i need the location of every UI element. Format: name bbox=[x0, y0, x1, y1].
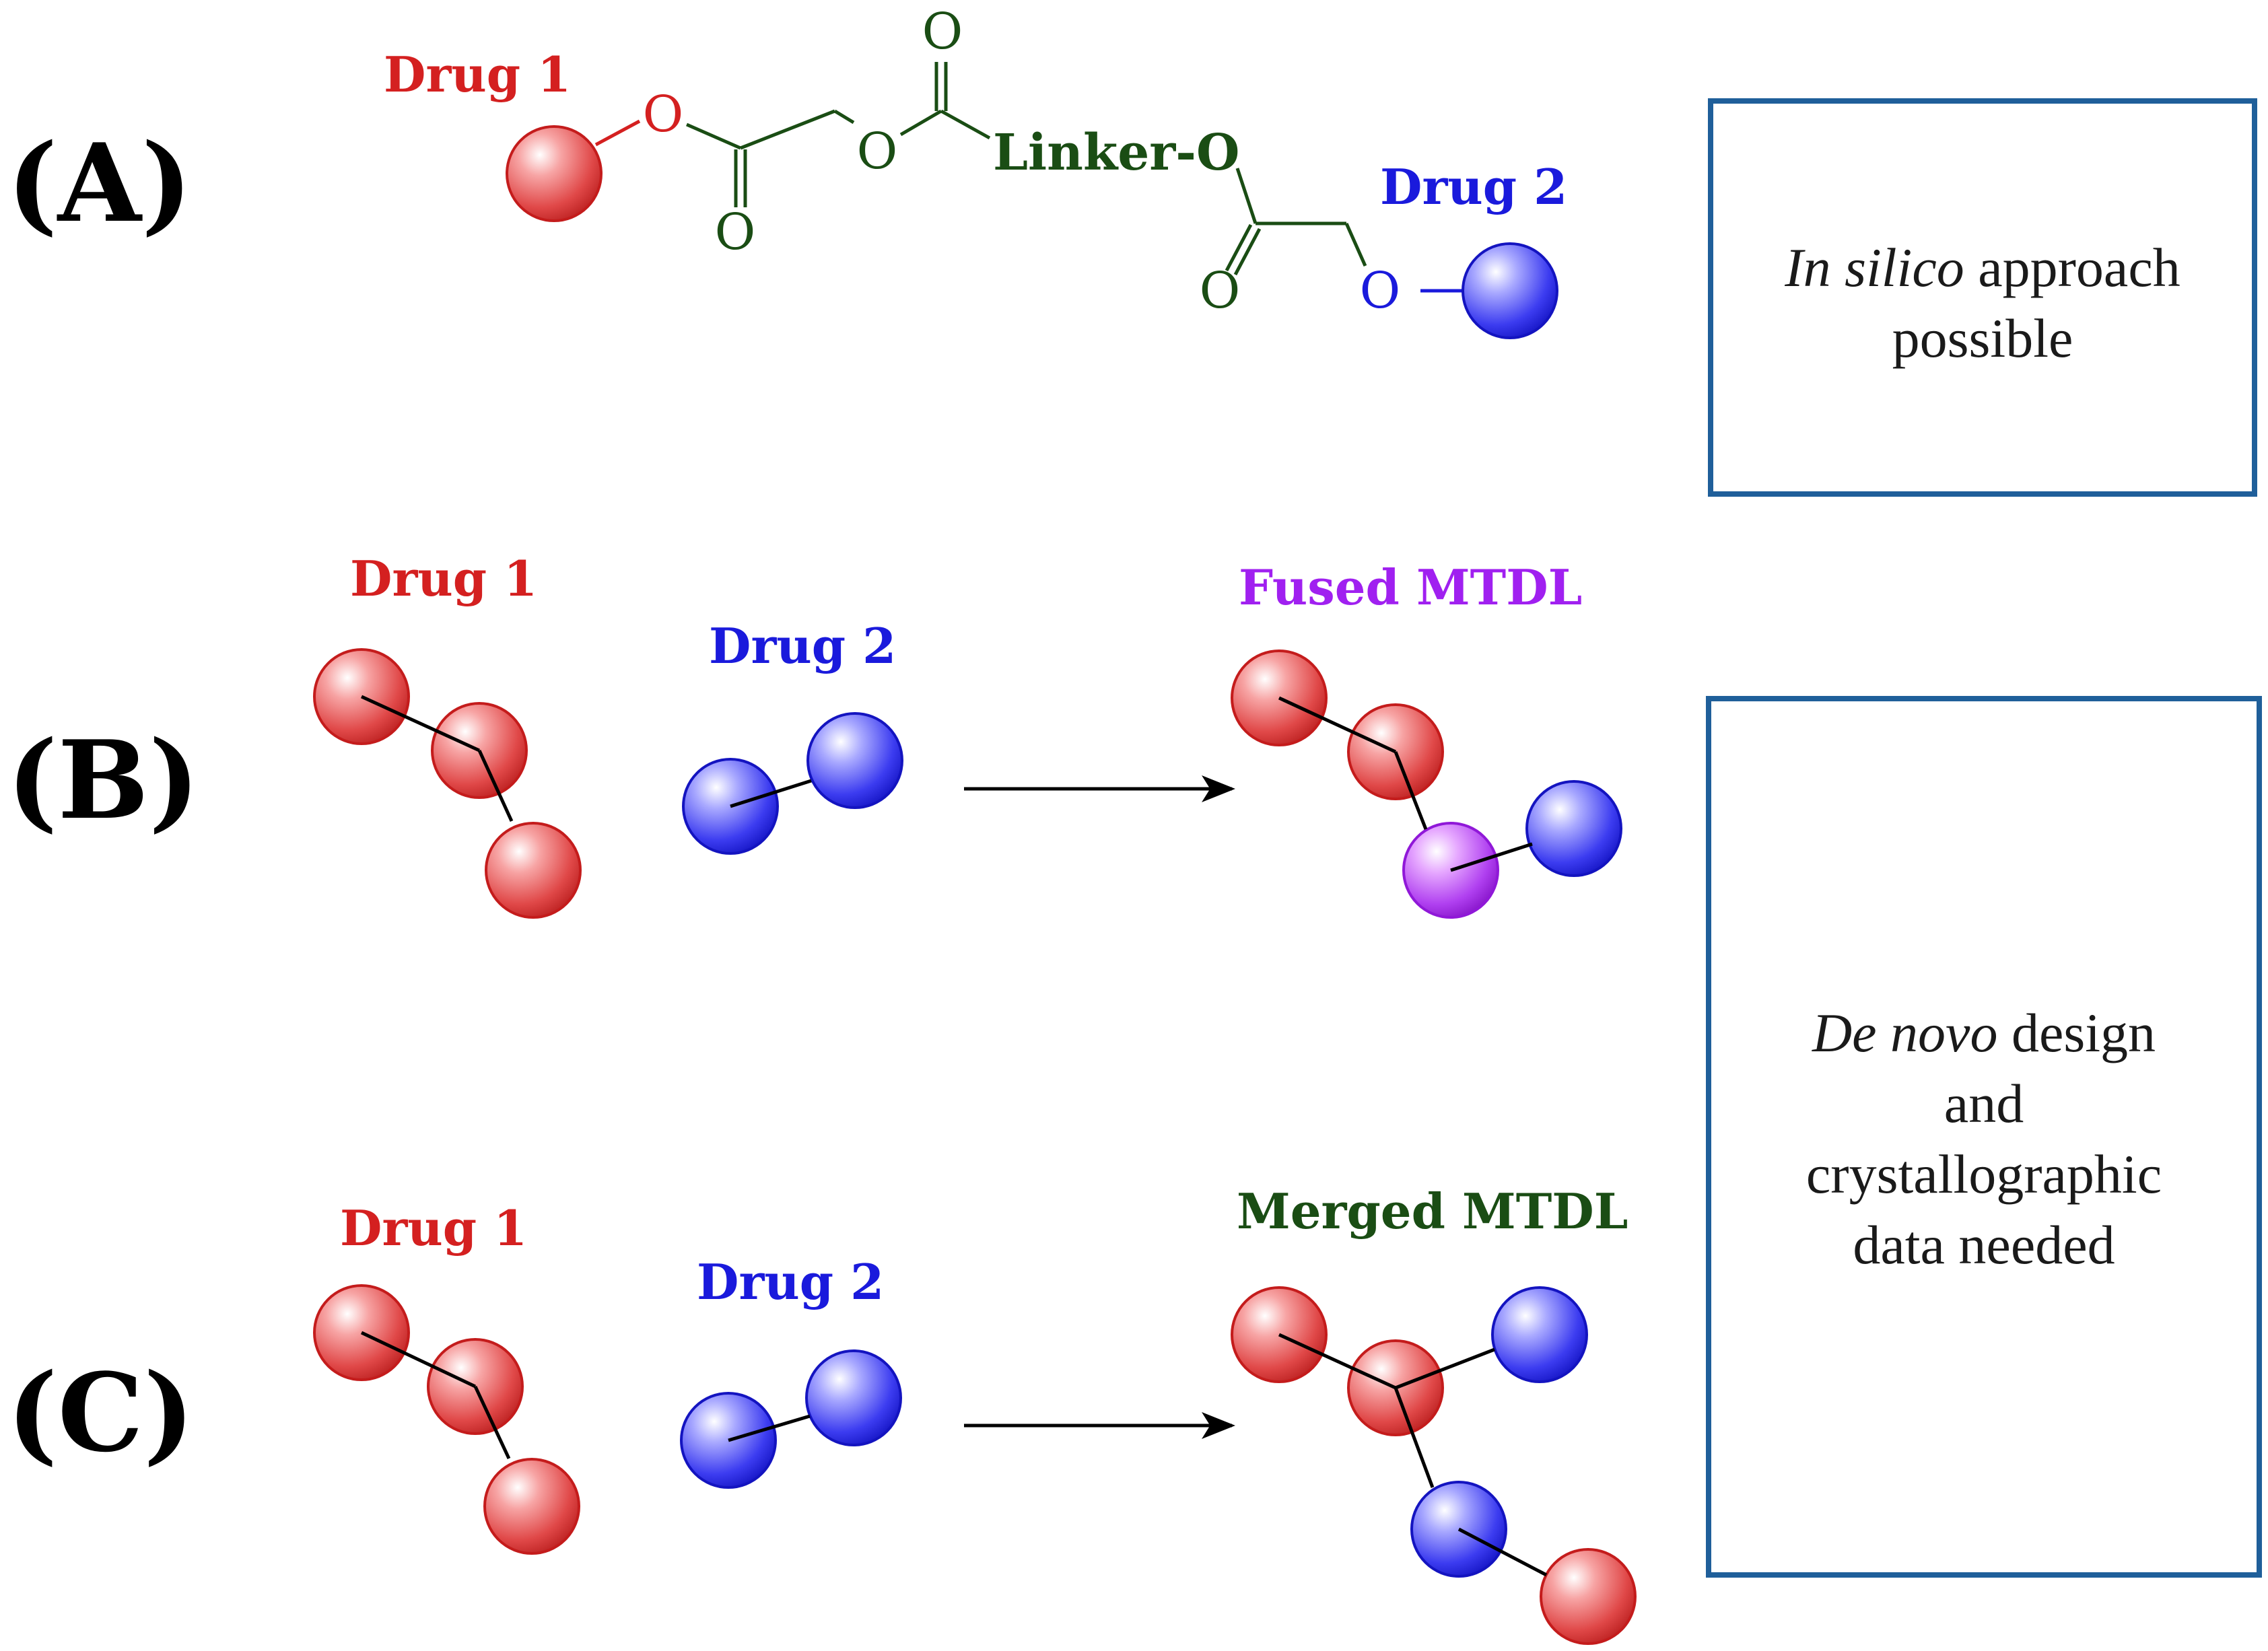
panel-a-drug2-label: Drug 2 bbox=[1380, 158, 1567, 215]
panel-bc-note-line1: De novo design bbox=[1812, 1002, 2156, 1063]
panel-b: (B) Drug 1 Drug 2 Fused MTDL bbox=[7, 550, 1622, 919]
panel-c-product-bond-2 bbox=[1395, 1347, 1495, 1390]
panel-c-drug2-bond bbox=[728, 1414, 811, 1442]
panel-a-linker-text: Linker-O bbox=[993, 124, 1239, 182]
panel-b-product-blue-sphere bbox=[1525, 780, 1622, 877]
panel-a-drug1-label: Drug 1 bbox=[384, 46, 571, 103]
panel-c-product-blue-sphere-1 bbox=[1491, 1286, 1588, 1383]
panel-c-product-red-sphere-3 bbox=[1540, 1548, 1637, 1645]
panel-c-label: (C) bbox=[7, 1349, 195, 1476]
panel-bc-note-line3: crystallographic bbox=[1806, 1144, 2162, 1205]
panel-c-product-bond-1 bbox=[1278, 1333, 1397, 1390]
panel-b-product-bond-3 bbox=[1450, 842, 1533, 872]
panel-c-drug1-bond-1 bbox=[360, 1331, 477, 1389]
panel-bc-note-line2: and bbox=[1944, 1073, 2024, 1134]
panel-a-label: (A) bbox=[7, 120, 193, 246]
panel-b-drug1-bond-1 bbox=[360, 695, 481, 752]
panel-a-note-box bbox=[1708, 98, 2257, 497]
panel-c-product-bond-4 bbox=[1457, 1527, 1548, 1577]
panel-b-product-label: Fused MTDL bbox=[1239, 559, 1582, 616]
panel-b-product-bond-2 bbox=[1394, 751, 1428, 830]
panel-bc-note: De novo design and crystallographic data… bbox=[1706, 696, 2262, 1578]
panel-c-product-label: Merged MTDL bbox=[1237, 1183, 1628, 1240]
panel-b-drug1-sphere-3 bbox=[485, 822, 582, 919]
panel-a-carbonyl-oxygen-2: O bbox=[922, 3, 963, 61]
panel-c-drug1-label: Drug 1 bbox=[340, 1199, 527, 1257]
panel-a-drug2-oxygen: O bbox=[1360, 262, 1401, 320]
panel-b-drug1-bond-2 bbox=[477, 749, 514, 822]
panel-bc-note-box bbox=[1706, 696, 2262, 1578]
panel-b-drug2-label: Drug 2 bbox=[709, 617, 896, 674]
panel-b-product-bond-1 bbox=[1278, 696, 1397, 754]
panel-a-drug1-sphere bbox=[506, 125, 603, 222]
panel-a-drug1-bond bbox=[594, 119, 641, 147]
panel-a-carbonyl-oxygen-3: O bbox=[1200, 262, 1241, 320]
panel-c-drug1-bond-2 bbox=[473, 1385, 511, 1460]
panel-b-drug2-bond bbox=[730, 779, 812, 808]
panel-b-drug1-label: Drug 1 bbox=[350, 550, 537, 607]
panel-bc-note-line4: data needed bbox=[1853, 1214, 2115, 1275]
panel-a: (A) Drug 1 Drug 2 O O O O Linker-O O bbox=[7, 3, 2257, 497]
panel-b-label: (B) bbox=[7, 717, 200, 843]
panel-a-carbonyl-oxygen-1: O bbox=[715, 203, 756, 261]
panel-c-drug1-sphere-3 bbox=[483, 1458, 580, 1555]
panel-a-ester-oxygen-1: O bbox=[643, 85, 684, 143]
panel-a-drug2-sphere bbox=[1462, 242, 1558, 339]
panel-c-drug2-sphere-2 bbox=[805, 1349, 902, 1446]
panel-a-note-line1: In silico approach bbox=[1784, 237, 2180, 298]
panel-c: (C) Drug 1 Drug 2 Merged MTDL bbox=[7, 1183, 1637, 1645]
panel-a-note-line2: possible bbox=[1892, 308, 2073, 369]
panel-a-ester-oxygen-2: O bbox=[857, 122, 898, 180]
panel-c-drug2-label: Drug 2 bbox=[697, 1253, 884, 1310]
panel-c-product-bond-3 bbox=[1394, 1387, 1435, 1488]
panel-b-drug2-sphere-2 bbox=[806, 712, 903, 809]
panel-a-linker-bonds bbox=[685, 62, 1367, 276]
